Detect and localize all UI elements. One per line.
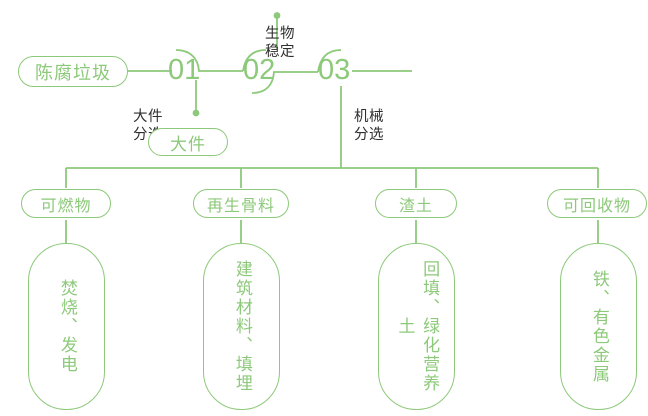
wire-stage01-arc-to-stage02 <box>175 49 243 72</box>
side-output-label: 大件 <box>170 134 206 154</box>
output-destination-4[interactable]: 铁、有色金属 <box>560 243 637 410</box>
stage-03-annotation: 机械 分选 <box>354 89 384 145</box>
output-destination-1[interactable]: 焚烧、发电 <box>28 243 105 410</box>
stage-02-annotation-text: 生物 稳定 <box>265 25 295 61</box>
stage-number-02-label: 02 <box>243 54 276 86</box>
output-category-3-label: 渣土 <box>398 197 433 215</box>
stage-number-02[interactable]: 02 <box>243 56 275 85</box>
stage-number-03[interactable]: 03 <box>318 56 350 85</box>
output-destination-1-text: 焚烧、发电 <box>57 279 77 374</box>
stage-number-01-label: 01 <box>168 54 201 86</box>
output-category-3[interactable]: 渣土 <box>375 189 457 218</box>
output-category-1[interactable]: 可燃物 <box>21 189 111 218</box>
stage-03-annotation-text: 机械 分选 <box>354 108 384 144</box>
stage-number-01[interactable]: 01 <box>168 56 200 85</box>
dot-stage02-label <box>273 12 281 19</box>
output-destination-2[interactable]: 建筑材料、填埋 <box>203 243 280 410</box>
output-destination-4-text: 铁、有色金属 <box>589 269 609 384</box>
stage-number-03-label: 03 <box>318 54 351 86</box>
output-category-1-label: 可燃物 <box>40 197 92 215</box>
wire-stage02-arc-upper-left <box>242 49 267 72</box>
side-output-node[interactable]: 大件 <box>148 128 228 156</box>
output-category-2[interactable]: 再生骨料 <box>193 189 289 218</box>
output-category-4-label: 可回收物 <box>562 197 631 215</box>
wire-stage02-arc-to-stage03 <box>251 71 318 94</box>
output-destination-3-text: 回填、绿化营养土 <box>395 260 440 393</box>
output-destination-3[interactable]: 回填、绿化营养土 <box>378 243 455 410</box>
stage-02-annotation: 生物 稳定 <box>265 6 295 62</box>
output-destination-2-text: 建筑材料、填埋 <box>232 260 252 393</box>
dot-side-output <box>192 109 200 117</box>
wire-stage03-arc-upper-left <box>317 49 342 73</box>
source-node[interactable]: 陈腐垃圾 <box>18 56 128 87</box>
source-node-label: 陈腐垃圾 <box>35 62 111 83</box>
output-category-2-label: 再生骨料 <box>206 197 275 215</box>
output-category-4[interactable]: 可回收物 <box>547 189 647 218</box>
